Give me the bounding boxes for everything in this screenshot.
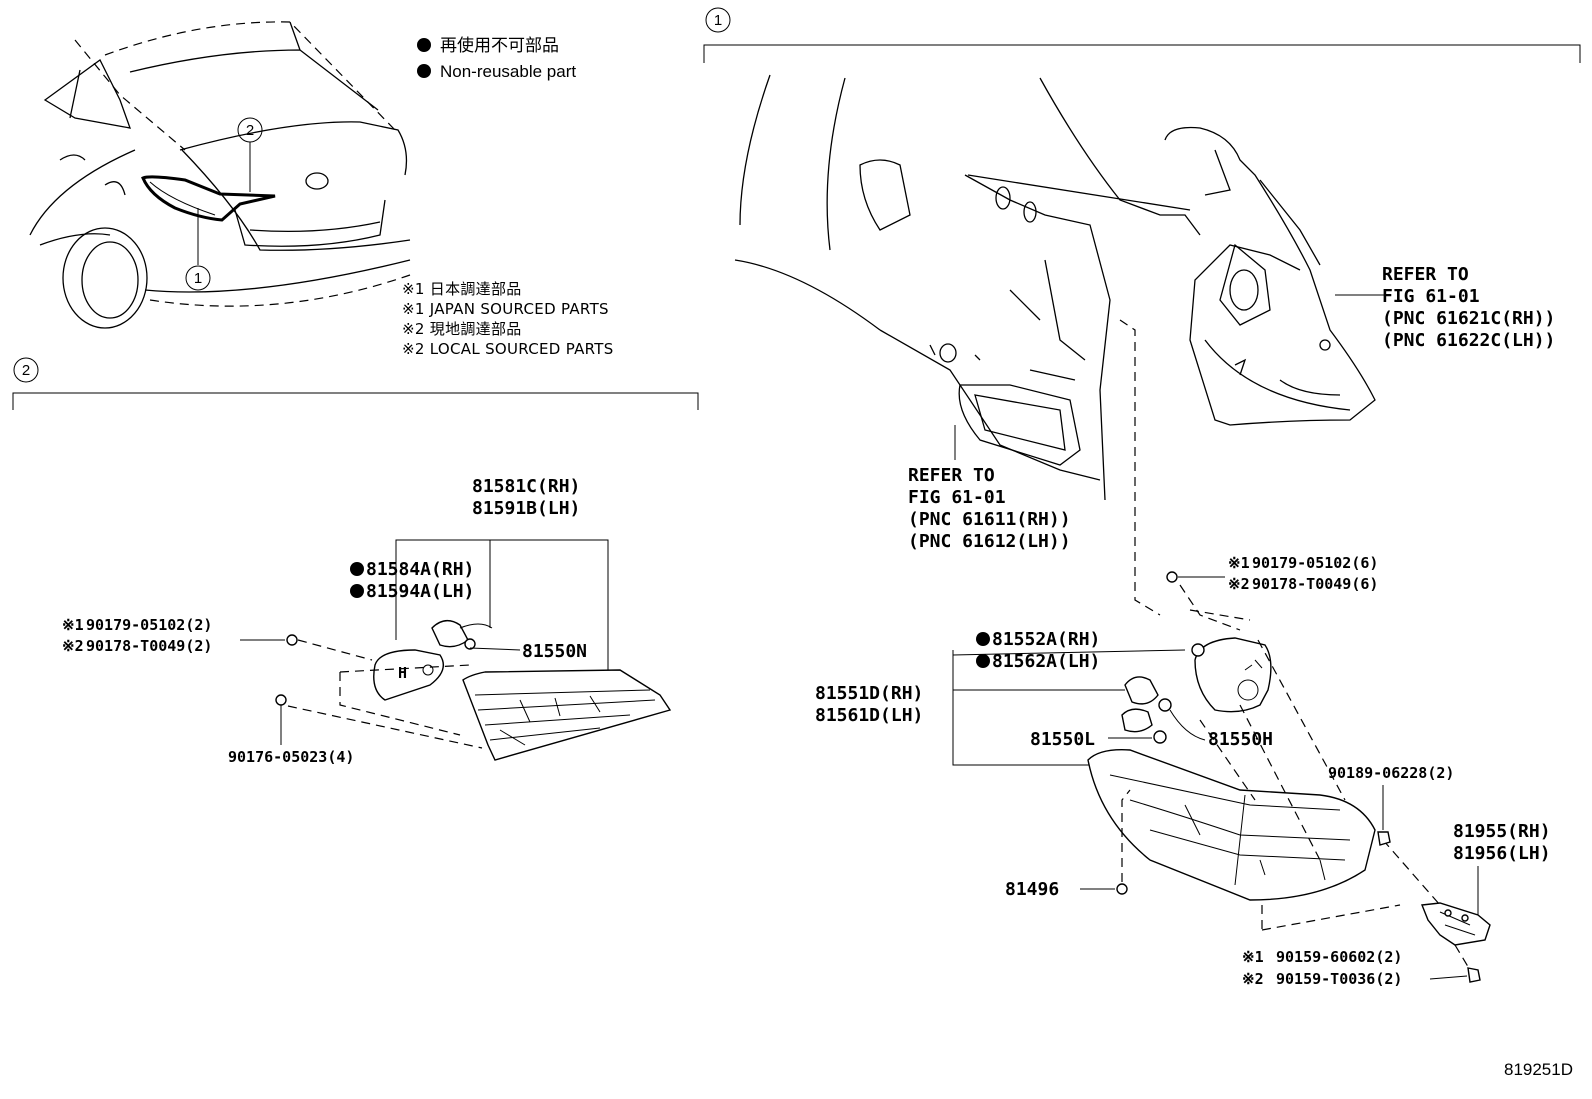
non-reusable-bullet-icon (417, 38, 431, 52)
screw-icon (275, 694, 287, 706)
note-mark-1: ※1 (1228, 554, 1250, 572)
part-81496-clip: 81496 (1005, 879, 1059, 900)
section-1-callout: 1 (714, 12, 722, 29)
part-81591b-lh: 81591B(LH) (472, 498, 580, 519)
part-90178-t0049-6: 90178-T0049(6) (1252, 575, 1378, 593)
non-reusable-bullet-icon (350, 584, 364, 598)
part-81561d-lh: 81561D(LH) (815, 705, 923, 726)
note-mark-2: ※2 (62, 637, 84, 655)
part-81955-rh: 81955(RH) (1453, 821, 1551, 842)
note-mark-1: ※1 (62, 616, 84, 634)
refer-upper-line1: REFER TO (1382, 264, 1469, 285)
refer-upper-line4: (PNC 61622C(LH)) (1382, 330, 1555, 351)
part-81550h-bulb: 81550H (1208, 729, 1273, 750)
part-81594a-lh: 81594A(LH) (366, 581, 474, 602)
bolt-icon (1467, 967, 1481, 983)
legend: 再使用不可部品 Non-reusable part (417, 35, 576, 81)
part-90189-06228-2: 90189-06228(2) (1328, 764, 1454, 782)
bulb-socket-81584a (431, 620, 469, 648)
car-overview-illustration: 2 1 (29, 21, 411, 329)
legend-non-reusable-ja: 再使用不可部品 (440, 35, 559, 55)
part-90159-t0036-2: 90159-T0036(2) (1276, 970, 1402, 988)
part-81550l-bulb: 81550L (1030, 729, 1095, 750)
callout-2-car: 2 (246, 122, 254, 139)
part-81552a-rh: 81552A(RH) (992, 629, 1100, 650)
note-local-sourced-ja: ※2 現地調達部品 (402, 320, 522, 338)
quarter-panel-illustration: REFER TO FIG 61-01 (PNC 61611(RH)) (PNC … (734, 74, 1201, 552)
inner-lamp-lens-81581c (462, 669, 672, 761)
section-2-inner-lamp: 81581C(RH) 81591B(LH) 81584A(RH) 81594A(… (62, 476, 672, 766)
refer-upper-line2: FIG 61-01 (1382, 286, 1480, 307)
part-90176-05023-4: 90176-05023(4) (228, 748, 354, 766)
note-mark-1: ※1 (1242, 948, 1264, 966)
refer-lower-line3: (PNC 61611(RH)) (908, 509, 1071, 530)
nut-icon (1377, 831, 1391, 846)
clip-icon (1116, 883, 1128, 895)
section-1-header: 1 (703, 7, 1581, 63)
sourcing-notes: ※1 日本調達部品 ※1 JAPAN SOURCED PARTS ※2 現地調達… (402, 280, 614, 358)
note-mark-2: ※2 (1228, 575, 1250, 593)
gasket (373, 649, 444, 701)
bulb-socket-81552a (1124, 676, 1159, 705)
refer-upper-line3: (PNC 61621C(RH)) (1382, 308, 1555, 329)
note-mark-2: ※2 (1242, 970, 1264, 988)
part-81956-lh: 81956(LH) (1453, 843, 1551, 864)
part-90178-t0049-2: 90178-T0049(2) (86, 637, 212, 655)
gasket-81552a (1194, 637, 1272, 713)
part-81581c-rh: 81581C(RH) (472, 476, 580, 497)
bulb-81550l (1153, 730, 1167, 744)
part-90179-05102-6: 90179-05102(6) (1252, 554, 1378, 572)
note-japan-sourced-en: ※1 JAPAN SOURCED PARTS (402, 300, 609, 318)
part-81584a-rh: 81584A(RH) (366, 559, 474, 580)
part-81551d-rh: 81551D(RH) (815, 683, 923, 704)
outer-lamp-lens-81551d (1087, 749, 1376, 901)
section-1-outer-lamp: ※1 90179-05102(6) ※2 90178-T0049(6) 8155… (815, 319, 1551, 988)
part-81550n-bulb: 81550N (522, 641, 587, 662)
screw-icon (286, 634, 298, 646)
non-reusable-bullet-icon (976, 632, 990, 646)
bulb-81550h (1158, 698, 1172, 712)
svg-text:H: H (398, 664, 407, 682)
section-2-header: 2 (12, 357, 699, 410)
non-reusable-bullet-icon (350, 562, 364, 576)
wheelhouse-liner-illustration: REFER TO FIG 61-01 (PNC 61621C(RH)) (PNC… (1164, 126, 1555, 426)
non-reusable-bullet-icon (417, 64, 431, 78)
lamp-bracket-81955 (1421, 902, 1491, 946)
part-81562a-lh: 81562A(LH) (992, 651, 1100, 672)
section-2-callout: 2 (22, 362, 30, 379)
legend-non-reusable-en: Non-reusable part (440, 62, 576, 81)
note-local-sourced-en: ※2 LOCAL SOURCED PARTS (402, 340, 614, 358)
non-reusable-bullet-icon (976, 654, 990, 668)
refer-lower-line4: (PNC 61612(LH)) (908, 531, 1071, 552)
callout-1-car: 1 (194, 270, 202, 287)
refer-lower-line1: REFER TO (908, 465, 995, 486)
part-90179-05102-2: 90179-05102(2) (86, 616, 212, 634)
screw-icon (1166, 571, 1178, 583)
part-90159-60602-2: 90159-60602(2) (1276, 948, 1402, 966)
refer-lower-line2: FIG 61-01 (908, 487, 1006, 508)
note-japan-sourced-ja: ※1 日本調達部品 (402, 280, 522, 298)
figure-id: 819251D (1504, 1060, 1573, 1079)
